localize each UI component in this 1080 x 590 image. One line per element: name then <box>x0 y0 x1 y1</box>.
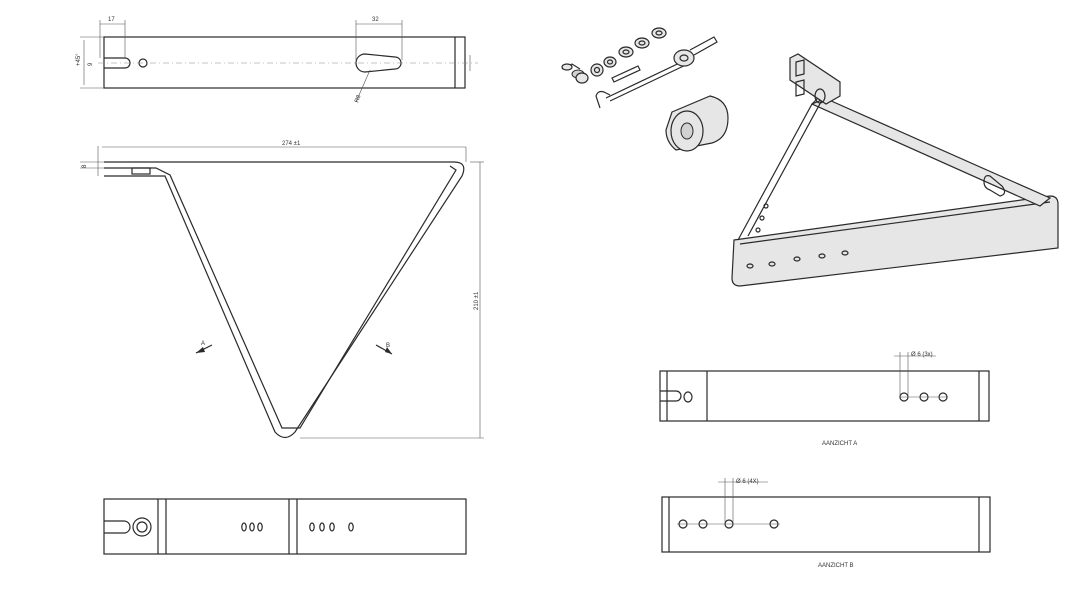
front-view: 274 ±1 210 ±1 8 A B <box>80 141 484 439</box>
bottom-view-slot <box>104 520 131 534</box>
iso-diagonal-brace <box>810 95 1052 207</box>
dim-9-label: 9 <box>88 62 94 66</box>
isometric-bracket <box>731 53 1059 287</box>
view-b-caption: AANZICHT B <box>818 563 854 569</box>
view-a: Ø 6 (3x) AANZICHT A <box>659 352 990 447</box>
view-b-hole-note: Ø 6 (4X) <box>736 479 759 485</box>
iso-keyhole <box>983 175 1006 197</box>
top-view-keyhole <box>355 53 402 73</box>
iso-bottom-flange <box>731 195 1059 287</box>
eye-bolt <box>673 49 695 67</box>
dim-length-label: 274 ±1 <box>282 141 301 147</box>
hex-nut <box>590 63 604 77</box>
view-a-outline <box>659 370 990 422</box>
hardware-parts <box>561 27 729 152</box>
dim-radius-label: R8 <box>354 94 362 104</box>
dim-height-label: 210 ±1 <box>474 291 480 310</box>
bottom-view-washer <box>136 521 148 533</box>
washer <box>618 46 634 58</box>
view-label-a: A <box>201 341 205 347</box>
view-a-caption: AANZICHT A <box>822 441 857 447</box>
view-b-outline <box>661 496 991 553</box>
top-view: 17 32 +45° 9 R8 <box>76 17 478 104</box>
top-view-outline <box>103 36 466 89</box>
view-label-b: B <box>386 343 390 349</box>
bracket-outer-profile <box>104 161 465 439</box>
dim-thickness-label: 8 <box>82 164 88 168</box>
dim-angle-label: +45° <box>76 53 82 66</box>
bracket-inner-profile <box>104 165 457 429</box>
view-b: Ø 6 (4X) AANZICHT B <box>661 478 991 569</box>
view-a-hole-note: Ø 6 (3x) <box>911 352 933 358</box>
bottom-view <box>103 498 467 555</box>
bottom-view-outline <box>103 498 467 555</box>
dim-32-label: 32 <box>372 17 379 23</box>
j-hook <box>595 90 611 109</box>
iso-top-arm <box>789 53 841 105</box>
view-a-slot <box>660 390 682 402</box>
dim-17-label: 17 <box>108 17 115 23</box>
